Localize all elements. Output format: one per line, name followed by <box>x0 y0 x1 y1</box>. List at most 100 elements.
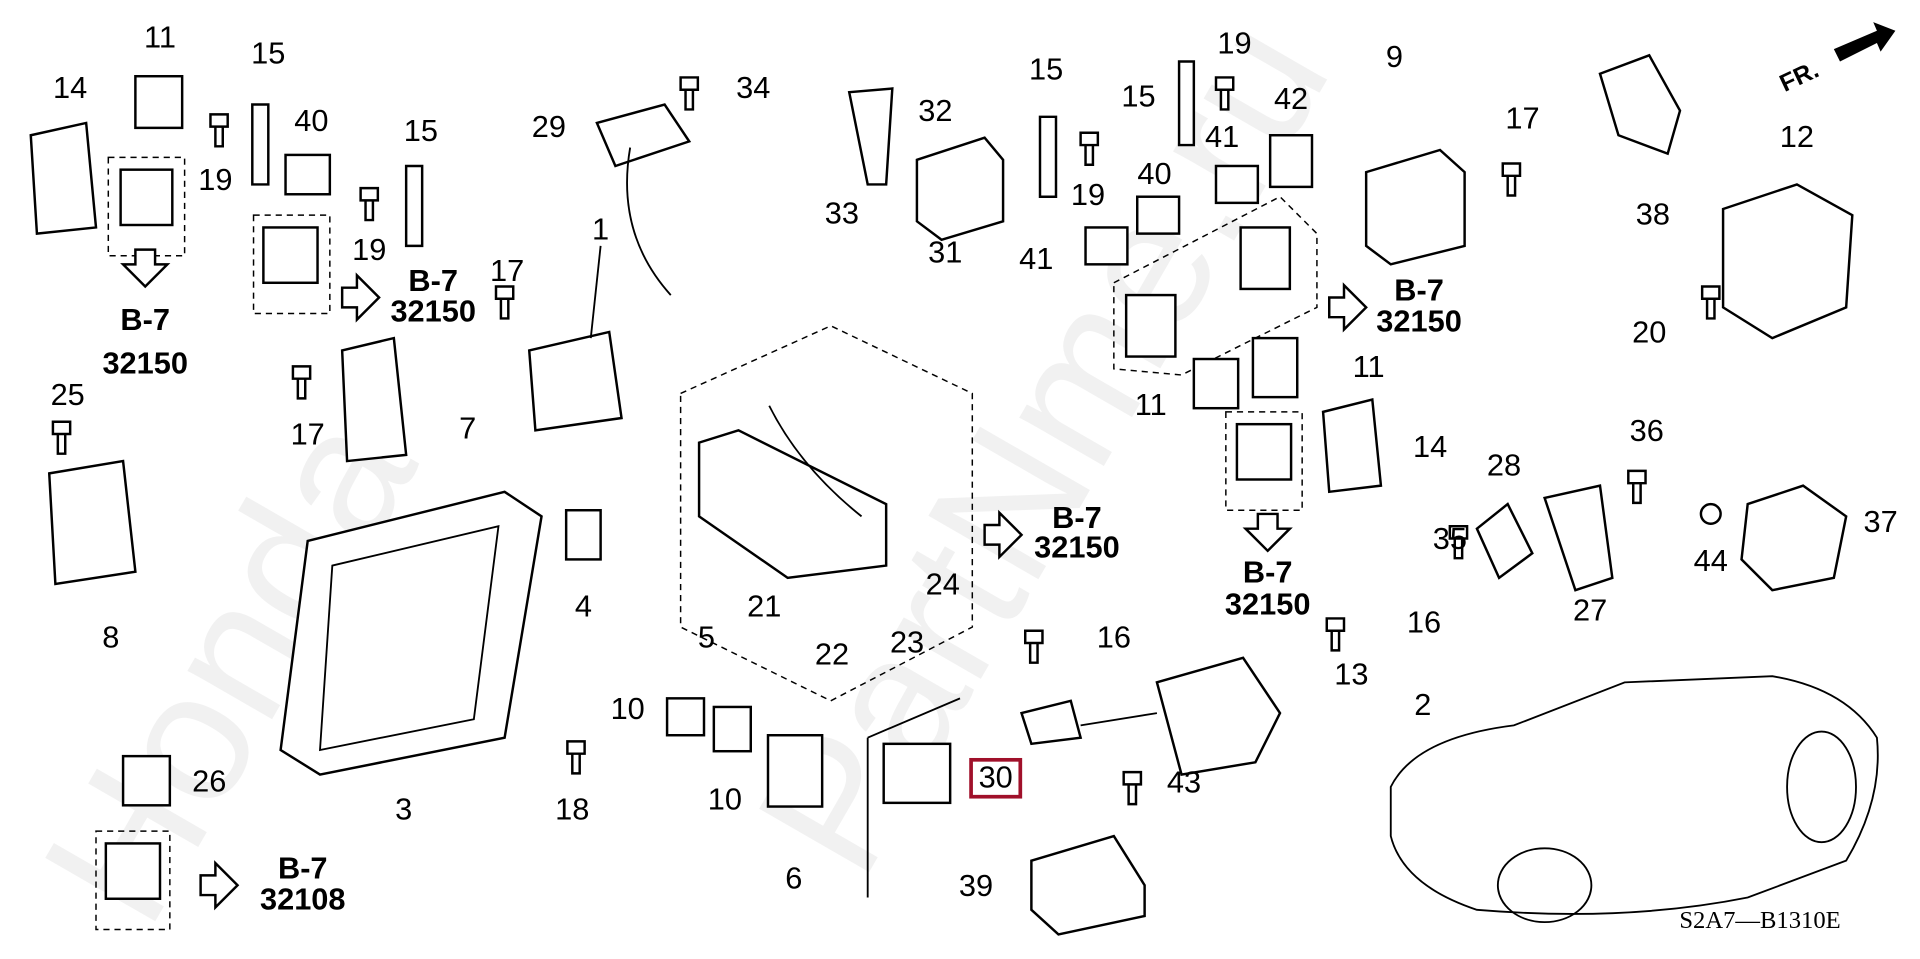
bolt-icon <box>679 76 700 111</box>
bolt-icon <box>51 420 72 455</box>
callout-label[interactable]: 16 <box>1407 605 1441 640</box>
bolt-icon <box>1627 469 1647 505</box>
callout-label[interactable]: 7 <box>459 410 476 445</box>
callout-label[interactable]: 15 <box>404 113 438 148</box>
reference-code[interactable]: 32150 <box>390 294 476 329</box>
callout-label[interactable]: 22 <box>815 637 849 672</box>
bolt-icon <box>1122 770 1143 806</box>
bolt-icon <box>1700 285 1721 320</box>
callout-label[interactable]: 17 <box>1505 101 1539 136</box>
callout-label[interactable]: 5 <box>698 619 715 654</box>
callout-label[interactable]: 40 <box>294 103 328 138</box>
callout-label[interactable]: 10 <box>611 691 645 726</box>
callout-label[interactable]: 15 <box>1121 78 1155 113</box>
bolt-icon <box>494 285 515 320</box>
reference-arrow-icon <box>120 248 171 289</box>
callout-label[interactable]: 9 <box>1386 39 1403 74</box>
callout-label[interactable]: 21 <box>747 589 781 624</box>
reference-arrow-icon <box>199 860 240 911</box>
reference-page[interactable]: B-7 <box>278 851 328 886</box>
reference-code[interactable]: 32108 <box>260 881 346 916</box>
callout-label[interactable]: 1 <box>592 211 609 246</box>
callout-label[interactable]: 3 <box>395 792 412 827</box>
front-arrow-icon <box>1833 22 1896 62</box>
callout-label[interactable]: 36 <box>1630 413 1664 448</box>
callout-label[interactable]: 14 <box>53 70 87 105</box>
callout-label[interactable]: 23 <box>890 624 924 659</box>
callout-label[interactable]: 27 <box>1573 592 1607 627</box>
callout-30-highlighted[interactable]: 30 <box>979 760 1013 795</box>
callout-label[interactable]: 18 <box>555 792 589 827</box>
callout-label[interactable]: 11 <box>1135 387 1167 422</box>
callout-label[interactable]: 10 <box>708 782 742 817</box>
bolt-icon <box>1501 162 1522 197</box>
callout-label[interactable]: 6 <box>785 860 802 895</box>
callout-label[interactable]: 40 <box>1137 156 1171 191</box>
callout-label[interactable]: 39 <box>959 868 993 903</box>
callout-label[interactable]: 19 <box>1071 177 1105 212</box>
callout-label[interactable]: 17 <box>490 253 524 288</box>
callout-label[interactable]: 4 <box>575 589 592 624</box>
bolt-icon <box>1079 131 1100 166</box>
callout-label[interactable]: 28 <box>1487 447 1521 482</box>
reference-arrow-icon <box>983 509 1024 560</box>
front-indicator: FR. <box>1776 56 1823 97</box>
callout-label[interactable]: 11 <box>144 19 176 54</box>
callout-label[interactable]: 41 <box>1205 119 1239 154</box>
part-drawings <box>29 22 1896 936</box>
callout-label[interactable]: 2 <box>1414 687 1431 722</box>
callout-label[interactable]: 34 <box>736 70 770 105</box>
callout-label[interactable]: 15 <box>1029 51 1063 86</box>
reference-page[interactable]: B-7 <box>408 263 458 298</box>
callout-label[interactable]: 38 <box>1636 197 1670 232</box>
callout-label[interactable]: 32 <box>918 93 952 128</box>
callout-label[interactable]: 11 <box>1353 349 1385 384</box>
callout-label[interactable]: 26 <box>192 763 226 798</box>
bolt-icon <box>209 113 229 148</box>
callout-label[interactable]: 35 <box>1433 521 1467 556</box>
callout-label[interactable]: 15 <box>251 35 285 70</box>
diagram-code: S2A7—B1310E <box>1679 907 1840 934</box>
callout-label[interactable]: 41 <box>1019 241 1053 276</box>
callout-label[interactable]: 29 <box>532 109 566 144</box>
callout-label[interactable]: 14 <box>1413 429 1447 464</box>
bolt-icon <box>359 186 380 222</box>
callout-label[interactable]: 8 <box>102 619 119 654</box>
bolt-icon <box>291 365 312 400</box>
callout-label[interactable]: 13 <box>1334 656 1368 691</box>
reference-code[interactable]: 32150 <box>102 345 188 380</box>
callout-label[interactable]: 42 <box>1274 81 1308 116</box>
callout-label[interactable]: 31 <box>928 235 962 270</box>
highlighted-callout-box[interactable] <box>969 757 1023 799</box>
callout-label[interactable]: 17 <box>291 417 325 452</box>
reference-arrow-icon <box>1328 282 1368 333</box>
callout-label[interactable]: 44 <box>1694 543 1728 578</box>
reference-page[interactable]: B-7 <box>1052 500 1102 535</box>
callout-label[interactable]: 12 <box>1780 119 1814 154</box>
callout-label[interactable]: 33 <box>825 195 859 230</box>
bolt-icon <box>1448 524 1469 560</box>
callout-label[interactable]: 37 <box>1863 504 1897 539</box>
reference-page[interactable]: B-7 <box>1243 554 1293 589</box>
bolt-icon <box>566 740 586 775</box>
reference-code[interactable]: 32150 <box>1376 303 1462 338</box>
bolt-icon <box>1325 617 1346 652</box>
callout-label[interactable]: 43 <box>1167 765 1201 800</box>
callout-label[interactable]: 16 <box>1097 619 1131 654</box>
reference-page[interactable]: B-7 <box>1394 273 1444 308</box>
reference-code[interactable]: 32150 <box>1034 530 1120 565</box>
bolt-icon <box>1214 76 1235 111</box>
callout-label[interactable]: 20 <box>1632 315 1666 350</box>
reference-page[interactable]: B-7 <box>120 302 170 337</box>
callout-label[interactable]: 24 <box>926 567 960 602</box>
bolt-icon <box>1024 629 1044 664</box>
callout-label[interactable]: 19 <box>352 232 386 267</box>
callout-label[interactable]: 25 <box>51 377 85 412</box>
callout-label[interactable]: 19 <box>198 162 232 197</box>
reference-arrow-icon <box>340 272 381 323</box>
reference-code[interactable]: 32150 <box>1225 586 1311 621</box>
reference-arrow-icon <box>1242 512 1293 553</box>
callout-label[interactable]: 19 <box>1217 26 1251 61</box>
